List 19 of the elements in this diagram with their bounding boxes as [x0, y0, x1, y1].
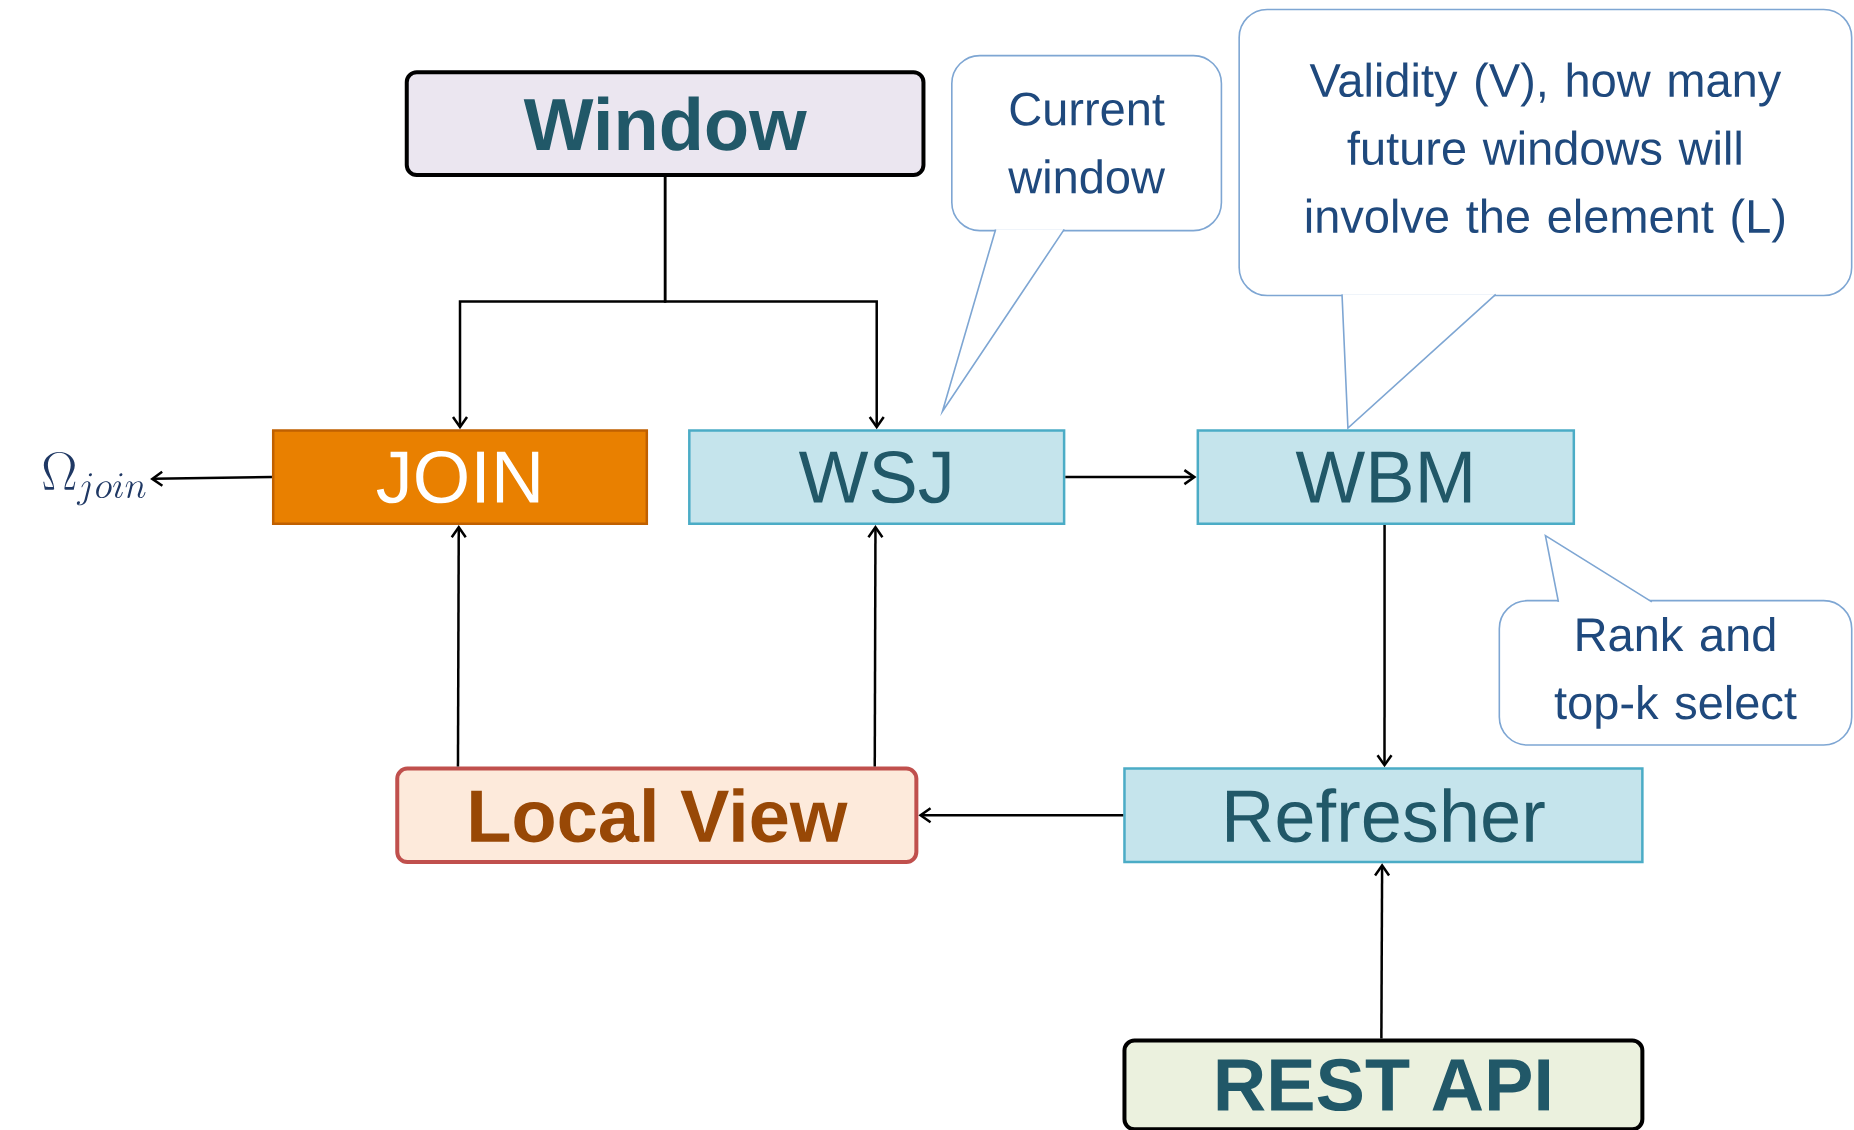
arrow — [918, 807, 1124, 824]
arrow — [1376, 525, 1393, 768]
process-box: JOIN — [271, 429, 649, 526]
process-box: Window — [404, 70, 926, 178]
arrow — [150, 470, 272, 487]
callout-bubble: Rank and top-k select — [1498, 533, 1853, 746]
process-box: Local View — [395, 766, 919, 864]
arrow — [1374, 863, 1391, 1039]
callout-bubble: Current window — [940, 54, 1223, 417]
process-box: REST API — [1122, 1038, 1645, 1130]
arrow — [663, 177, 885, 430]
formula-label: $\Omega_{join}$ — [43, 451, 146, 506]
callout-bubble: Validity (V), how many future windows will involve the element (L) — [1238, 8, 1853, 430]
arrow — [450, 525, 467, 767]
process-box: WSJ — [688, 429, 1066, 526]
process-box: WBM — [1196, 429, 1576, 526]
process-box: Refresher — [1123, 767, 1644, 864]
arrow — [867, 525, 884, 767]
arrow — [1065, 469, 1197, 486]
